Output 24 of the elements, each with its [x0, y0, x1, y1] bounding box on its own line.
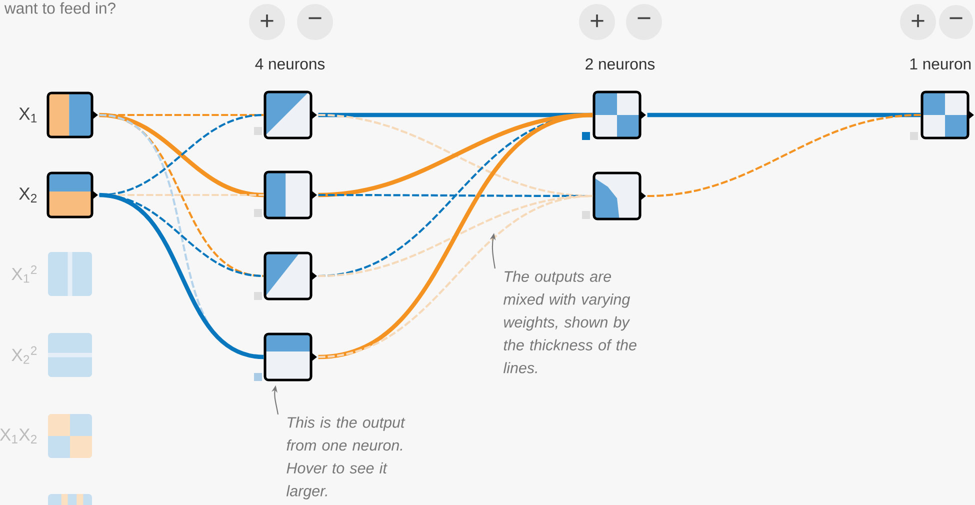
- feature-label: X$_{1}$2: [12, 265, 37, 283]
- round-button: +: [249, 4, 285, 40]
- feature-label: X$_{2}$2: [12, 346, 37, 364]
- round-button: −: [626, 4, 662, 40]
- connection-line: [98, 192, 264, 360]
- feature-label: X$_{1}$: [19, 108, 37, 122]
- neuron-heatmap: [48, 494, 92, 505]
- connection-line: [318, 112, 594, 360]
- feature-label: X$_{1}$X$_{2}$: [0, 428, 37, 444]
- round-button: −: [297, 4, 333, 40]
- layer-header: 4 neurons: [255, 58, 325, 70]
- round-button: +: [579, 4, 615, 40]
- question-text: want to feed in?: [4, 2, 116, 14]
- layer-header: 1 neuron: [910, 58, 971, 70]
- annotation-text: The outputs are mixed with varying weights, shown by the thickness of the lines.: [503, 270, 636, 374]
- connection-line: [647, 112, 921, 118]
- round-button: +: [900, 4, 936, 40]
- connection-line: [647, 114, 921, 198]
- round-button: −: [939, 5, 973, 39]
- annotation-text: This is the output from one neuron. Hover to see it larger.: [286, 416, 406, 500]
- layer-header: 2 neurons: [586, 58, 655, 70]
- connection-line: [318, 194, 593, 278]
- feature-label: X$_{2}$: [19, 188, 37, 202]
- connection-line: [318, 194, 593, 358]
